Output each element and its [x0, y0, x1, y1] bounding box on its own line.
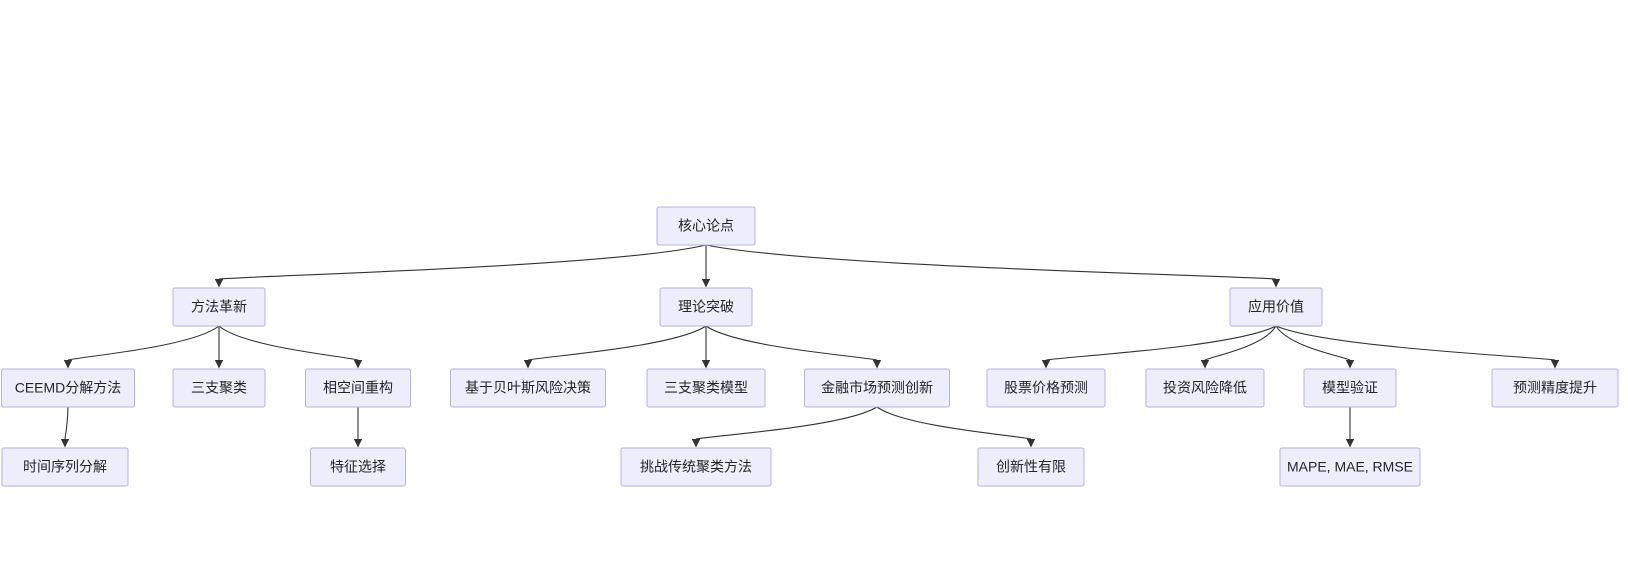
node-l3g[interactable]: 股票价格预测	[986, 368, 1106, 408]
arrowhead-l2c-to-l3i	[1345, 360, 1355, 369]
node-box-l2a[interactable]	[172, 287, 266, 327]
edge-l2a-to-l3c	[218, 325, 359, 361]
edge-l3f-to-l4d	[876, 406, 1032, 440]
node-label-l3i: 模型验证	[1322, 380, 1378, 396]
node-box-l3i[interactable]	[1303, 368, 1397, 408]
node-label-l3e: 三支聚类模型	[664, 380, 748, 396]
node-l4e[interactable]: MAPE, MAE, RMSE	[1279, 447, 1421, 487]
edge-root-to-l2c	[705, 244, 1277, 280]
node-box-l4a[interactable]	[1, 447, 129, 487]
node-box-l3d[interactable]	[450, 368, 606, 408]
node-l3h[interactable]: 投资风险降低	[1145, 368, 1265, 408]
node-label-l3f: 金融市场预测创新	[821, 380, 933, 396]
arrowhead-root-to-l2a	[214, 279, 224, 288]
node-l3e[interactable]: 三支聚类模型	[646, 368, 766, 408]
arrowhead-l2c-to-l3g	[1041, 360, 1051, 369]
arrowhead-l3c-to-l4b	[353, 439, 363, 448]
arrowhead-l3f-to-l4c	[691, 439, 701, 448]
node-label-l4b: 特征选择	[330, 459, 386, 475]
node-box-l2c[interactable]	[1229, 287, 1323, 327]
edge-l3f-to-l4c	[695, 406, 878, 440]
node-l3i[interactable]: 模型验证	[1303, 368, 1397, 408]
node-label-l3h: 投资风险降低	[1163, 380, 1247, 396]
node-label-l4e: MAPE, MAE, RMSE	[1287, 459, 1413, 475]
node-box-l3e[interactable]	[646, 368, 766, 408]
node-label-l2c: 应用价值	[1248, 299, 1304, 315]
edges-layer	[60, 244, 1560, 448]
edge-l3a-to-l4a	[64, 406, 69, 440]
edge-l2b-to-l3f	[705, 325, 878, 361]
node-label-l3b: 三支聚类	[191, 380, 247, 396]
node-box-l4d[interactable]	[977, 447, 1085, 487]
arrowhead-l3i-to-l4e	[1345, 439, 1355, 448]
edge-l2b-to-l3d	[527, 325, 707, 361]
node-box-l4c[interactable]	[620, 447, 772, 487]
node-box-l3h[interactable]	[1145, 368, 1265, 408]
node-box-l3j[interactable]	[1491, 368, 1619, 408]
node-label-l3g: 股票价格预测	[1004, 380, 1088, 396]
arrowhead-root-to-l2b	[701, 279, 711, 288]
arrowhead-l2b-to-l3d	[523, 360, 533, 369]
node-box-l4e[interactable]	[1279, 447, 1421, 487]
node-label-l2b: 理论突破	[678, 299, 734, 315]
node-l3d[interactable]: 基于贝叶斯风险决策	[450, 368, 606, 408]
node-box-l2b[interactable]	[659, 287, 753, 327]
node-box-l3c[interactable]	[305, 368, 411, 408]
node-box-root[interactable]	[656, 206, 756, 246]
node-label-l4d: 创新性有限	[996, 459, 1066, 475]
edge-l2c-to-l3i	[1275, 325, 1351, 361]
node-l3b[interactable]: 三支聚类	[172, 368, 266, 408]
node-l3c[interactable]: 相空间重构	[305, 368, 411, 408]
node-l3f[interactable]: 金融市场预测创新	[804, 368, 950, 408]
arrowhead-l2a-to-l3c	[353, 360, 363, 369]
node-label-l4a: 时间序列分解	[23, 459, 107, 475]
node-l3a[interactable]: CEEMD分解方法	[1, 368, 135, 408]
node-l2b[interactable]: 理论突破	[659, 287, 753, 327]
node-box-l4b[interactable]	[310, 447, 406, 487]
edge-l2c-to-l3j	[1275, 325, 1556, 361]
node-l2c[interactable]: 应用价值	[1229, 287, 1323, 327]
node-label-l3j: 预测精度提升	[1513, 380, 1597, 396]
node-l2a[interactable]: 方法革新	[172, 287, 266, 327]
node-label-l3d: 基于贝叶斯风险决策	[465, 380, 591, 396]
node-l4d[interactable]: 创新性有限	[977, 447, 1085, 487]
edge-l2c-to-l3g	[1045, 325, 1277, 361]
arrowhead-l3f-to-l4d	[1026, 439, 1036, 448]
node-l4b[interactable]: 特征选择	[310, 447, 406, 487]
arrowhead-l2a-to-l3b	[214, 360, 224, 369]
node-l4c[interactable]: 挑战传统聚类方法	[620, 447, 772, 487]
node-root[interactable]: 核心论点	[656, 206, 756, 246]
edge-root-to-l2a	[218, 244, 707, 280]
node-label-l4c: 挑战传统聚类方法	[640, 459, 752, 475]
node-l4a[interactable]: 时间序列分解	[1, 447, 129, 487]
arrowhead-l3a-to-l4a	[60, 439, 70, 448]
node-l3j[interactable]: 预测精度提升	[1491, 368, 1619, 408]
edge-l2c-to-l3h	[1204, 325, 1277, 361]
arrowhead-l2a-to-l3a	[63, 360, 73, 369]
arrowhead-l2b-to-l3f	[872, 360, 882, 369]
node-box-l3b[interactable]	[172, 368, 266, 408]
node-label-l3c: 相空间重构	[323, 380, 393, 396]
edge-l2a-to-l3a	[67, 325, 220, 361]
arrowhead-root-to-l2c	[1271, 279, 1281, 288]
node-box-l3g[interactable]	[986, 368, 1106, 408]
node-label-root: 核心论点	[678, 218, 734, 234]
node-box-l3a[interactable]	[1, 368, 135, 408]
arrowhead-l2c-to-l3j	[1550, 360, 1560, 369]
arrowhead-l2b-to-l3e	[701, 360, 711, 369]
arrowhead-l2c-to-l3h	[1200, 360, 1210, 369]
node-label-l3a: CEEMD分解方法	[15, 380, 122, 396]
node-box-l3f[interactable]	[804, 368, 950, 408]
node-label-l2a: 方法革新	[191, 299, 247, 315]
